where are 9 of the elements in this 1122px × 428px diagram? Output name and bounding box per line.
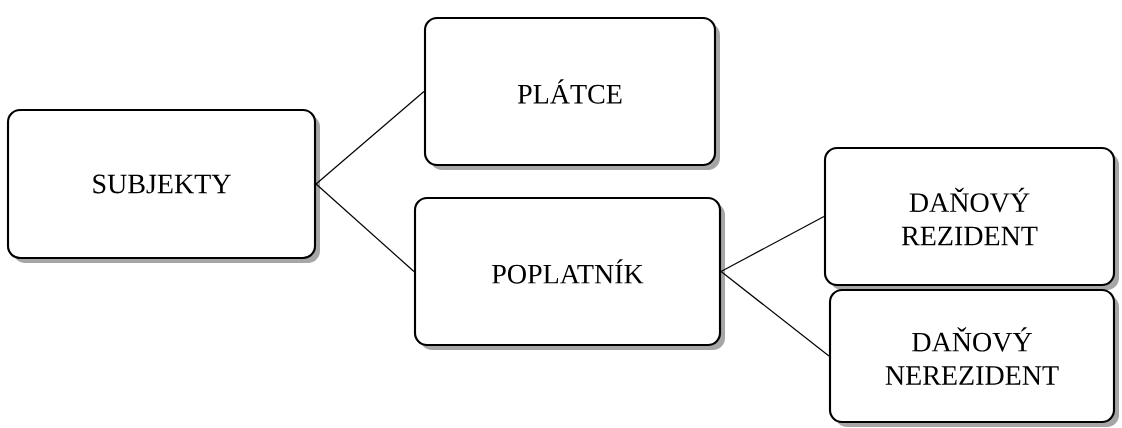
connector-line — [720, 215, 825, 273]
process-box: SUBJEKTY — [6, 108, 320, 263]
connector-line — [315, 90, 425, 185]
process-box: DAŇOVÝ REZIDENT — [823, 146, 1119, 290]
process-box: POPLATNÍK — [413, 196, 725, 350]
connector-line — [315, 183, 415, 273]
process-box: PLÁTCE — [423, 16, 720, 170]
connector-line — [720, 270, 830, 357]
process-box: DAŇOVÝ NEREZIDENT — [828, 288, 1119, 427]
